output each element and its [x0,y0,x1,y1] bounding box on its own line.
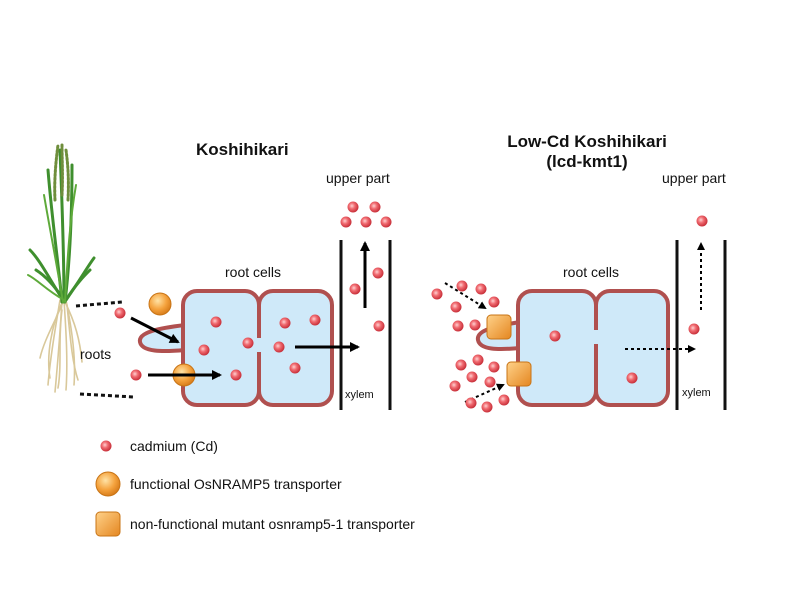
cadmium-dot [360,216,372,228]
cadmium-dot [452,320,464,332]
connector-line-bottom [79,392,135,399]
cadmium-dot [456,280,468,292]
uptake-arrow-top [130,316,180,344]
cadmium-dot [114,307,126,319]
cadmium-dot [309,314,321,326]
cadmium-dot [549,330,561,342]
mutant-transporter-square [506,361,532,387]
membrane-fold [138,323,186,353]
cadmium-dot [369,201,381,213]
cadmium-group-right [431,215,708,413]
cadmium-dot [455,359,467,371]
cadmium-dot [465,397,477,409]
cadmium-dot [626,372,638,384]
left-panel [114,201,392,410]
cadmium-dot [688,323,700,335]
plasmodesma [255,338,263,352]
cadmium-dot [289,362,301,374]
connector-line-top [75,300,123,308]
cadmium-dot [484,376,496,388]
root-cell-1 [516,289,598,407]
cadmium-dot [466,371,478,383]
functional-transporter-circle [148,292,172,316]
cadmium-dot [349,283,361,295]
cadmium-dot [230,369,242,381]
cadmium-dot [373,320,385,332]
cadmium-dot [210,316,222,328]
cadmium-dot [472,354,484,366]
right-panel-title-line1: Low-Cd Koshihikari [507,132,667,151]
cadmium-dot [450,301,462,313]
legend-icons [95,440,121,537]
right-upper-part-label: upper part [662,170,726,186]
mutant-transporter-square [486,314,512,340]
cadmium-dot [242,337,254,349]
cadmium-dot [380,216,392,228]
cadmium-dot [273,341,285,353]
roots-label: roots [80,346,112,362]
right-panel [431,215,727,413]
cadmium-dot [372,267,384,279]
cadmium-dot [449,380,461,392]
cadmium-group-left [114,201,392,381]
legend-functional-transporter-label: functional OsNRAMP5 transporter [130,476,342,492]
left-panel-title: Koshihikari [196,140,289,159]
right-xylem-label: xylem [682,387,711,399]
plasmodesma [592,330,600,344]
cadmium-dot [347,201,359,213]
cadmium-dot [469,319,481,331]
cadmium-dot [279,317,291,329]
cadmium-dot [340,216,352,228]
cadmium-dot [198,344,210,356]
legend-mutant-transporter-label: non-functional mutant osnramp5-1 transpo… [130,516,415,532]
right-root-cells-label: root cells [563,264,620,280]
mutant-transporter-square [95,511,121,537]
cadmium-dot [481,401,493,413]
cadmium-dot [498,394,510,406]
cadmium-dot [488,296,500,308]
left-xylem-label: xylem [345,389,374,401]
right-panel-title-line2: (lcd-kmt1) [546,152,628,171]
cadmium-dot [130,369,142,381]
functional-transporter-circle [95,471,121,497]
blocked-uptake-arrow-top [444,282,487,310]
cadmium-dot [488,361,500,373]
cadmium-dot [100,440,112,452]
legend-cadmium-label: cadmium (Cd) [130,438,218,454]
cadmium-dot [475,283,487,295]
cadmium-dot [431,288,443,300]
cadmium-dot [696,215,708,227]
left-upper-part-label: upper part [326,170,390,186]
left-root-cells-label: root cells [225,264,282,280]
right-panel-title: Low-Cd Koshihikari (lcd-kmt1) [495,132,679,172]
rice-plant-icon [27,143,96,393]
